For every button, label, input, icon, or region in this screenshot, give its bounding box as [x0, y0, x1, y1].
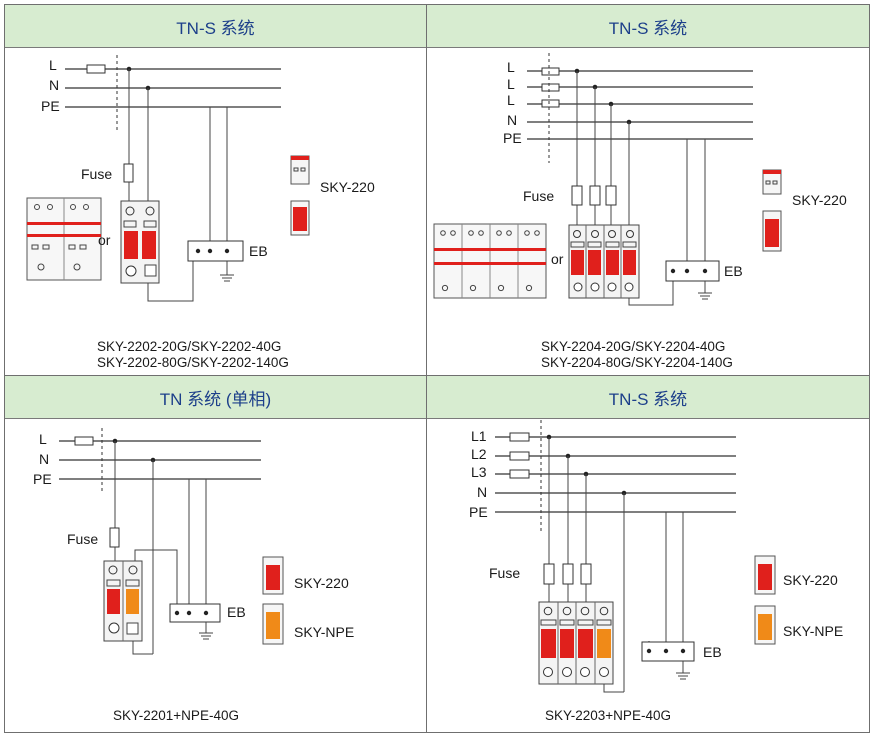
panel-title-bar: TN-S 系统	[5, 5, 426, 48]
ground-icon	[698, 292, 712, 300]
model-line: SKY-2201+NPE-40G	[113, 708, 239, 723]
spd-module-2pole	[120, 200, 160, 284]
fuse-symbol	[543, 563, 555, 585]
mains-fuse	[86, 64, 106, 74]
fuse-symbol	[589, 185, 601, 206]
legend-label: SKY-220	[294, 575, 349, 591]
panel-tns-3pole-npe: TN-S 系统 L1 L2 L3 N PE Fuse	[426, 375, 870, 733]
fuse-symbol	[562, 563, 574, 585]
panel-title-bar: TN-S 系统	[427, 376, 869, 419]
panel-tns-4pole: TN-S 系统 L L L N PE Fuse	[426, 4, 870, 376]
earth-busbar	[187, 240, 244, 262]
mains-fuse	[74, 436, 94, 446]
line-label-pe: PE	[469, 504, 488, 520]
model-line: SKY-2203+NPE-40G	[545, 708, 671, 723]
line-label-l: L	[507, 59, 515, 75]
line-label-l: L	[39, 431, 47, 447]
alt-spd-module-4pole	[433, 223, 547, 299]
legend-npe-module-icon	[262, 603, 284, 645]
fuse-label: Fuse	[523, 188, 554, 204]
line-label-pe: PE	[41, 98, 60, 114]
ground-icon	[676, 672, 690, 680]
line-label-n: N	[49, 77, 59, 93]
model-line: SKY-2204-80G/SKY-2204-140G	[541, 355, 733, 370]
eb-label: EB	[227, 604, 246, 620]
panel-title-bar: TN 系统 (单相)	[5, 376, 426, 419]
legend-label: SKY-NPE	[294, 624, 354, 640]
wire-npe-to-n	[132, 641, 153, 655]
fuse-symbol	[109, 527, 120, 548]
or-label: or	[551, 251, 564, 267]
panel-title: TN-S 系统	[176, 18, 255, 38]
mains-fuse	[509, 469, 530, 479]
spd-module-4pole	[568, 224, 640, 299]
fuse-label: Fuse	[81, 166, 112, 182]
model-line: SKY-2204-20G/SKY-2204-40G	[541, 339, 725, 354]
fuse-symbol	[580, 563, 592, 585]
mains-fuse	[509, 451, 530, 461]
line-label-l3: L3	[471, 464, 487, 480]
eb-label: EB	[249, 243, 268, 259]
panel-title: TN-S 系统	[608, 389, 688, 409]
wiring-diagram: L L L N PE Fuse	[433, 53, 847, 370]
or-label: or	[98, 232, 111, 248]
wire-spd-to-eb	[628, 271, 674, 306]
alt-spd-module-2pole	[26, 197, 102, 281]
legend-label: SKY-220	[783, 572, 838, 588]
mains-fuse	[509, 432, 530, 442]
line-label-pe: PE	[503, 130, 522, 146]
legend-module-icon	[754, 555, 776, 595]
legend-module-icon	[262, 556, 284, 595]
wire-npe-to-n	[603, 684, 624, 693]
line-label-l: L	[507, 76, 515, 92]
fuse-symbol	[571, 185, 583, 206]
earth-busbar	[169, 603, 221, 623]
panel-title: TN 系统 (单相)	[159, 389, 272, 409]
line-label-n: N	[477, 484, 487, 500]
eb-label: EB	[703, 644, 722, 660]
wire-spd-to-eb	[134, 549, 178, 611]
spd-module-3pole-npe	[538, 601, 614, 685]
ground-icon	[199, 632, 213, 640]
line-label-n: N	[39, 451, 49, 467]
mains-fuse	[541, 67, 560, 76]
legend-module-icon	[762, 169, 782, 252]
legend-label: SKY-NPE	[783, 623, 843, 639]
legend-module-icon	[290, 155, 310, 236]
ground-icon	[220, 274, 234, 282]
legend-label: SKY-220	[320, 179, 375, 195]
fuse-symbol	[605, 185, 617, 206]
line-label-n: N	[507, 112, 517, 128]
wiring-diagram: L N PE Fuse or	[26, 55, 375, 370]
model-line: SKY-2202-20G/SKY-2202-40G	[97, 339, 281, 354]
legend-npe-module-icon	[754, 605, 776, 645]
mains-fuse	[541, 99, 560, 108]
panel-tns-2pole: TN-S 系统 L N PE Fuse	[4, 4, 427, 376]
panel-tn-single-phase: TN 系统 (单相) L N PE Fuse EB	[4, 375, 427, 733]
legend-label: SKY-220	[792, 192, 847, 208]
fuse-symbol	[123, 163, 134, 183]
line-label-l1: L1	[471, 428, 487, 444]
line-label-l: L	[507, 92, 515, 108]
panel-title: TN-S 系统	[608, 18, 688, 38]
line-label-l: L	[49, 57, 57, 73]
fuse-label: Fuse	[489, 565, 520, 581]
mains-fuse	[541, 83, 560, 92]
wire-spd-to-eb	[147, 248, 194, 302]
earth-busbar	[665, 260, 720, 282]
wiring-diagram: L N PE Fuse EB	[33, 428, 354, 723]
line-label-pe: PE	[33, 471, 52, 487]
fuse-label: Fuse	[67, 531, 98, 547]
wiring-diagram: L1 L2 L3 N PE Fuse	[469, 420, 843, 723]
panel-title-bar: TN-S 系统	[427, 5, 869, 48]
spd-module-with-npe	[103, 560, 143, 642]
model-line: SKY-2202-80G/SKY-2202-140G	[97, 355, 289, 370]
eb-label: EB	[724, 263, 743, 279]
line-label-l2: L2	[471, 446, 487, 462]
